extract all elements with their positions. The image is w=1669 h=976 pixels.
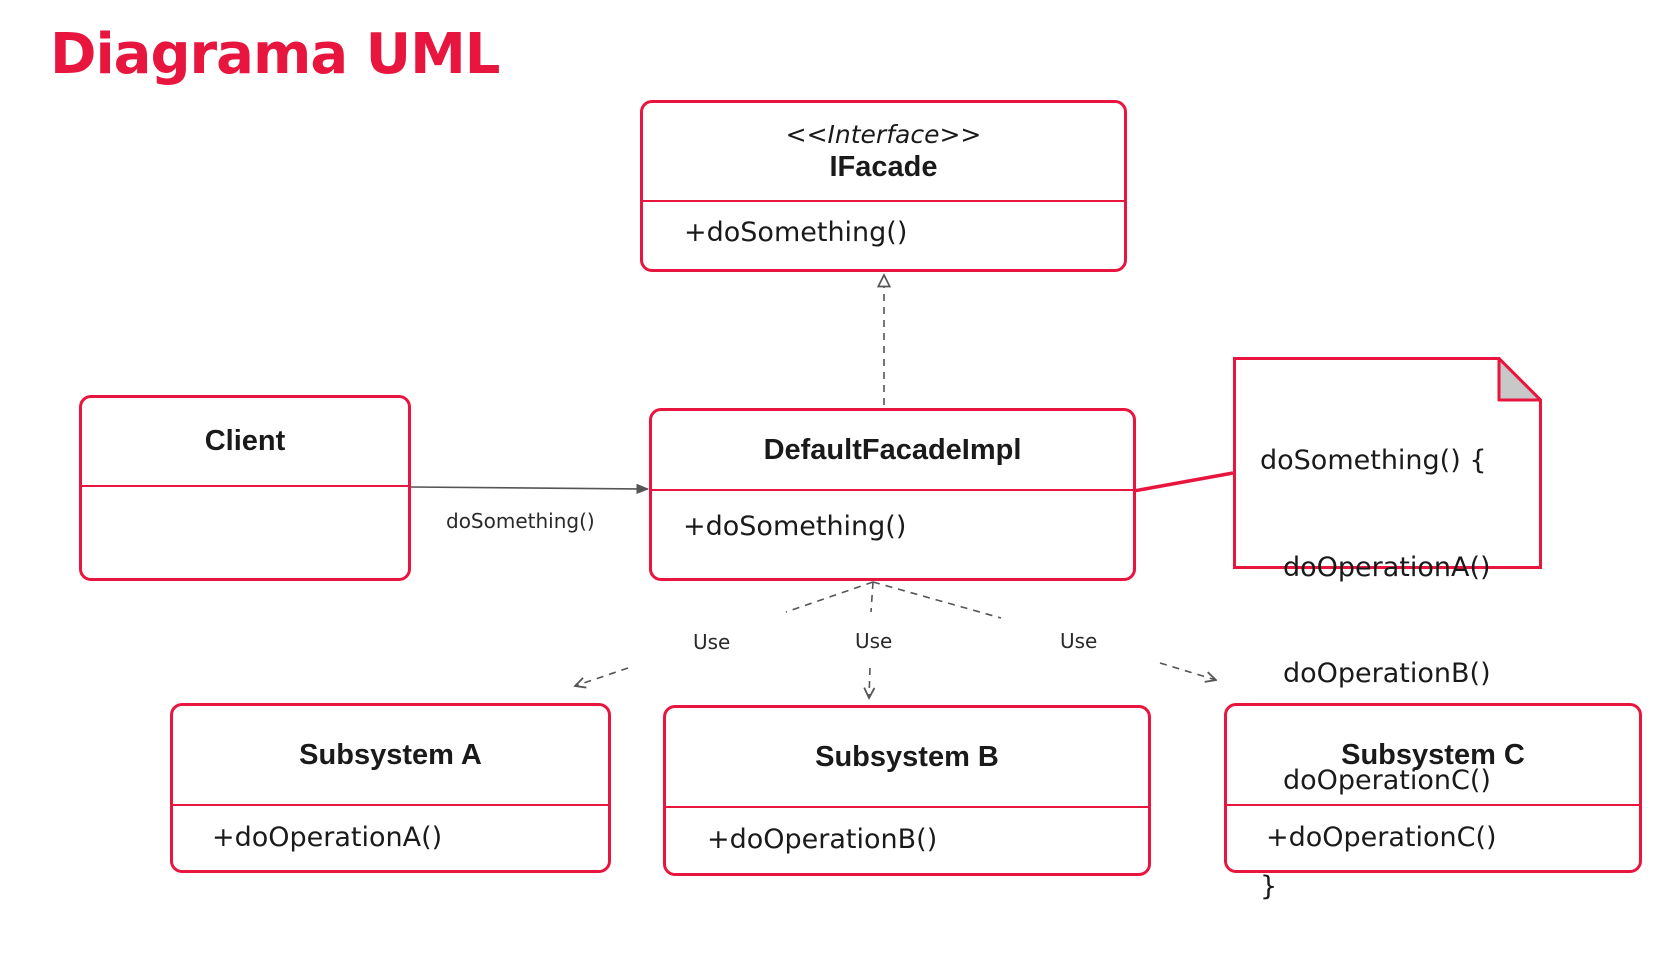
subsystem-c-header: Subsystem C — [1227, 706, 1639, 806]
note-code: doSomething() { doOperationA() doOperati… — [1260, 372, 1491, 976]
use-b-connector — [870, 581, 874, 613]
use-b-label: Use — [855, 629, 893, 653]
subsystem-c-name: Subsystem C — [1341, 738, 1525, 771]
implementation-note[interactable]: doSomething() { doOperationA() doOperati… — [1233, 357, 1542, 902]
facade-impl-operation: +doSomething() — [683, 511, 907, 542]
default-facade-impl-class[interactable]: DefaultFacadeImpl +doSomething() — [649, 408, 1136, 581]
facade-impl-name: DefaultFacadeImpl — [763, 433, 1022, 466]
facade-impl-operations: +doSomething() — [652, 491, 1133, 578]
ifacade-header: <<Interface>> IFacade — [643, 103, 1124, 202]
note-line: doOperationB() — [1283, 658, 1491, 689]
note-line: doOperationC() — [1283, 764, 1491, 796]
note-line: doOperationA() — [1283, 551, 1491, 583]
ifacade-class[interactable]: <<Interface>> IFacade +doSomething() — [640, 100, 1127, 272]
subsystem-a-class[interactable]: Subsystem A +doOperationA() — [170, 703, 611, 873]
page-title: Diagrama UML — [50, 22, 500, 87]
subsystem-c-operation: +doOperationC() — [1266, 822, 1497, 853]
ifacade-name: IFacade — [829, 151, 938, 183]
use-c-label: Use — [1060, 629, 1098, 653]
facade-impl-header: DefaultFacadeImpl — [652, 411, 1133, 491]
subsystem-b-class[interactable]: Subsystem B +doOperationB() — [663, 705, 1151, 876]
ifacade-operations: +doSomething() — [643, 202, 1124, 269]
subsystem-a-operations: +doOperationA() — [173, 806, 608, 870]
subsystem-c-operations: +doOperationC() — [1227, 806, 1639, 870]
subsystem-b-operations: +doOperationB() — [666, 808, 1148, 873]
note-line: doSomething() { — [1260, 445, 1487, 476]
client-class[interactable]: Client — [79, 395, 411, 581]
use-a-label: Use — [693, 630, 731, 654]
client-header: Client — [82, 398, 408, 487]
subsystem-b-name: Subsystem B — [815, 740, 999, 773]
interface-stereotype: <<Interface>> — [785, 120, 982, 149]
note-line: } — [1260, 871, 1278, 902]
subsystem-a-header: Subsystem A — [173, 706, 608, 806]
subsystem-c-class[interactable]: Subsystem C +doOperationC() — [1224, 703, 1642, 873]
use-c-connector-tail — [1159, 662, 1216, 680]
use-a-connector-tail — [575, 667, 629, 686]
subsystem-b-header: Subsystem B — [666, 708, 1148, 808]
client-name: Client — [204, 425, 286, 457]
subsystem-a-name: Subsystem A — [299, 738, 482, 771]
subsystem-b-operation: +doOperationB() — [707, 824, 938, 855]
client-to-facade-connector — [409, 483, 650, 495]
ifacade-operation: +doSomething() — [684, 217, 908, 248]
use-a-connector — [785, 581, 874, 613]
client-operations — [82, 487, 408, 578]
client-call-label: doSomething() — [446, 509, 595, 533]
use-c-connector — [872, 581, 1002, 619]
note-shape — [1233, 357, 1542, 569]
use-b-connector-tail — [869, 667, 870, 698]
subsystem-a-operation: +doOperationA() — [212, 822, 443, 853]
